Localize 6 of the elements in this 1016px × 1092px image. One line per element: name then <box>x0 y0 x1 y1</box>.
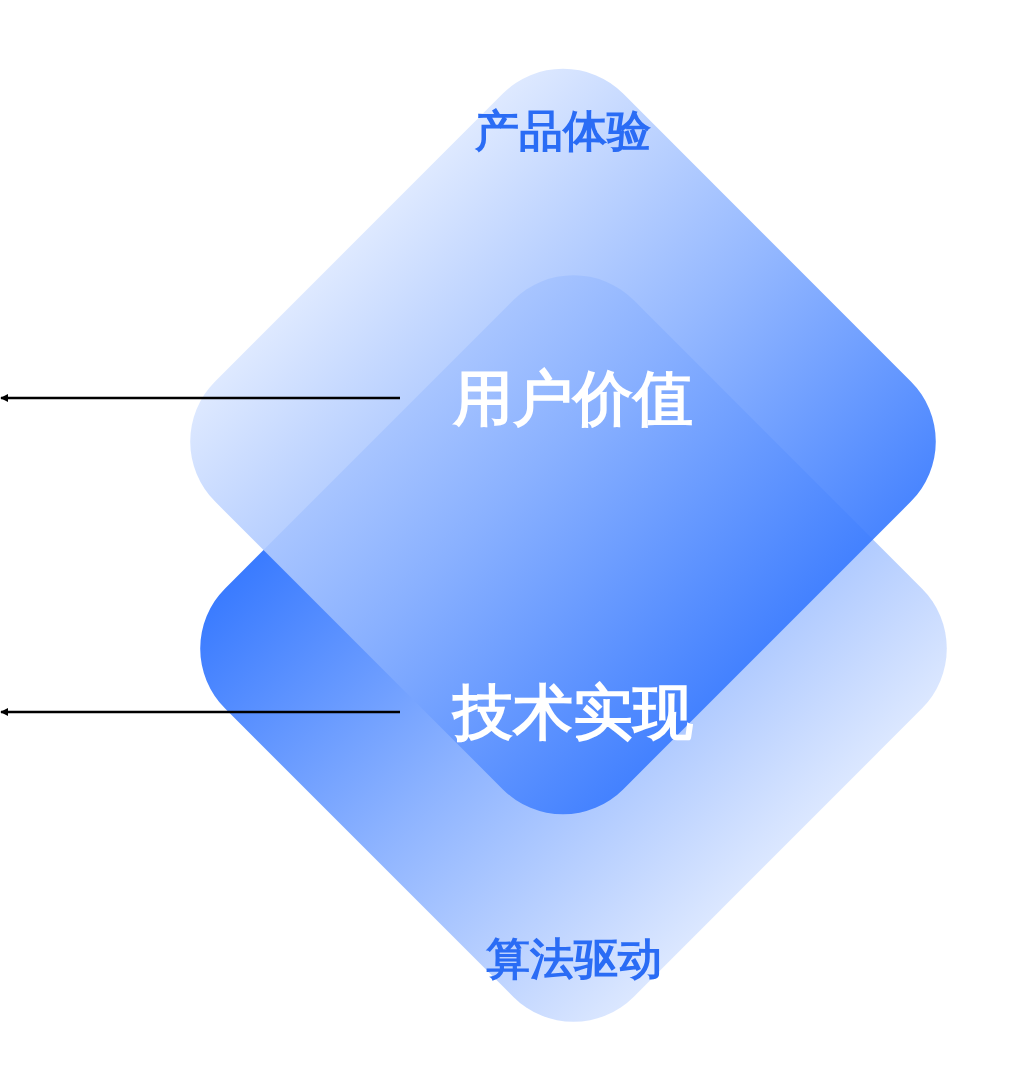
overlap-label: 用户价值 <box>453 362 693 434</box>
diamond-label: 算法驱动 <box>485 931 662 986</box>
overlap-label: 技术实现 <box>453 676 693 748</box>
arrow <box>0 394 400 402</box>
diamond-label: 产品体验 <box>475 104 651 159</box>
arrow <box>0 708 400 716</box>
